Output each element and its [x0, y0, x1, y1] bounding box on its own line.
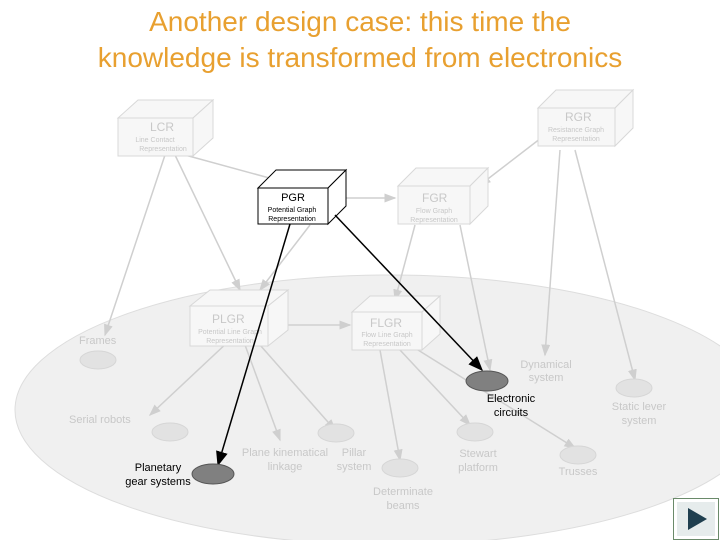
dynamical-label-1: Dynamical — [520, 359, 571, 371]
slide-title-line-1: Another design case: this time the — [149, 6, 571, 37]
determinate-label-1: Determinate — [373, 486, 433, 498]
planetary-label-2: gear systems — [125, 476, 191, 488]
lcr-line1: Line Contact — [135, 137, 174, 144]
flgr-abbr: FLGR — [370, 316, 402, 330]
static-lever-label-2: system — [622, 415, 657, 427]
fgr-line1: Flow Graph — [416, 208, 452, 215]
arrow-pgr-to-planetary — [216, 223, 291, 467]
faded-system-nodes — [79, 350, 653, 478]
play-next-icon — [688, 508, 707, 530]
planetary-label-1: Planetary — [135, 462, 182, 474]
planetary-gear-node — [191, 463, 235, 485]
static-lever-label-1: Static lever — [612, 401, 667, 413]
stewart-label-2: platform — [458, 462, 498, 474]
plane-kinematical-label-1: Plane kinematical — [242, 447, 328, 459]
dynamical-label-2: system — [529, 372, 564, 384]
slide-title: Another design case: this time the knowl… — [0, 4, 720, 76]
plgr-line2: Representation — [206, 338, 254, 345]
plgr-line1: Potential Line Graph — [198, 329, 262, 336]
pillar-label-2: system — [337, 461, 372, 473]
rgr-abbr: RGR — [565, 110, 592, 124]
fgr-abbr: FGR — [422, 191, 448, 205]
stewart-label-1: Stewart — [459, 448, 496, 460]
fgr-line2: Representation — [410, 217, 458, 224]
determinate-label-2: beams — [386, 500, 420, 512]
next-slide-button[interactable] — [673, 498, 719, 540]
lcr-abbr: LCR — [150, 120, 174, 134]
electronic-circuits-node — [465, 370, 509, 392]
rgr-line1: Resistance Graph — [548, 127, 604, 134]
frames-label: Frames — [79, 335, 117, 347]
arrow-pgr-to-electronic — [334, 214, 484, 372]
rgr-line2: Representation — [552, 136, 600, 143]
pgr-box — [256, 168, 348, 226]
plane-kinematical-label-2: linkage — [268, 461, 303, 473]
pgr-abbr: PGR — [281, 192, 305, 204]
flgr-line2: Representation — [363, 341, 411, 348]
flgr-line1: Flow Line Graph — [361, 332, 412, 339]
pillar-label-1: Pillar — [342, 447, 367, 459]
trusses-label: Trusses — [559, 466, 598, 478]
lcr-line2: Representation — [139, 146, 187, 153]
electronic-label-1: Electronic — [487, 393, 536, 405]
pgr-line2: Representation — [268, 216, 316, 223]
pgr-line1: Potential Graph — [268, 207, 317, 214]
plgr-abbr: PLGR — [212, 312, 245, 326]
faded-boxes — [116, 88, 635, 352]
serial-robots-label: Serial robots — [69, 414, 131, 426]
next-slide-button-face[interactable] — [677, 502, 715, 536]
slide-title-line-2: knowledge is transformed from electronic… — [97, 42, 623, 73]
electronic-label-2: circuits — [494, 407, 529, 419]
